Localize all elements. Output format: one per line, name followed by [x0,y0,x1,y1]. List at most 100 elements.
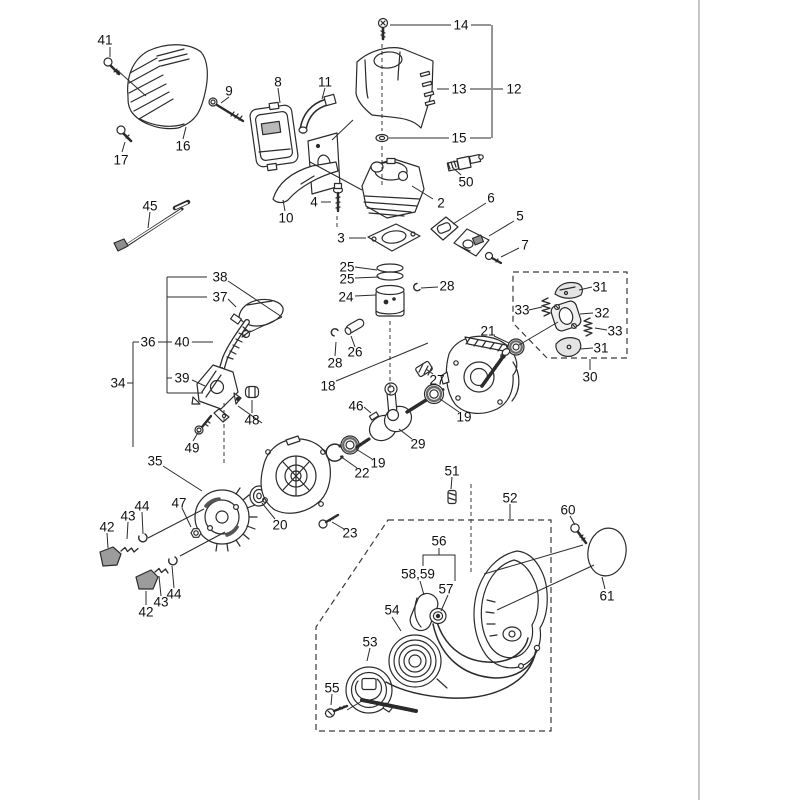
part-label-52: 52 [502,491,517,506]
bolt-9 [208,97,245,123]
group-boxes [315,271,628,732]
starter-clip-51 [447,489,457,505]
part-label-40: 40 [174,335,189,350]
part-label-61: 61 [599,589,614,604]
pawl-clip-b [167,556,178,566]
muffler-guard [272,161,339,204]
circlip-28-right [413,282,421,292]
part-label-14: 14 [453,18,469,33]
part-label-3: 3 [337,231,345,246]
part-label-49: 49 [184,441,199,456]
part-label-8: 8 [274,75,282,90]
part-label-26: 26 [347,345,362,360]
crankcase-right-half [440,335,520,414]
part-label-45: 45 [142,199,157,214]
part-label-34: 34 [110,376,126,391]
flywheel [194,487,258,552]
part-label-30: 30 [582,370,597,385]
washer-15 [375,133,389,143]
spark-plug [446,153,484,172]
part-label-21: 21 [480,324,495,339]
part-label-10: 10 [278,211,293,226]
part-label-44: 44 [166,587,182,602]
bolt-23 [318,513,340,529]
part-label-31: 31 [592,280,607,295]
clutch-spring-right [583,317,593,337]
part-label-23: 23 [342,526,357,541]
part-label-7: 7 [521,238,529,253]
piston [375,284,405,317]
part-label-11: 11 [318,75,332,90]
part-label-25: 25 [339,260,354,275]
part-label-19: 19 [370,456,385,471]
clutch-shoe-top [554,281,583,299]
cap-terminal-clip [241,329,251,339]
part-label-13: 13 [451,82,466,97]
part-label-54: 54 [384,603,400,618]
starter-housing [473,550,548,669]
bearing-21 [507,338,525,356]
stop-switch-lead [113,199,191,252]
starter-pawl-a [99,546,122,567]
grommet-48 [244,385,260,399]
part-label-42: 42 [138,605,153,620]
screw-55 [324,704,349,718]
insulator-block [453,228,490,257]
part-label-39: 39 [174,371,189,386]
part-label-58,59: 58,59 [401,567,435,582]
part-label-41: 41 [97,33,112,48]
intake-gasket [430,216,459,241]
part-label-16: 16 [175,139,190,154]
recoil-spring [388,634,448,689]
cylinder-cover [355,47,436,129]
spark-plug-cap [229,298,284,327]
starter-rope [360,621,537,713]
part-label-46: 46 [348,399,363,414]
part-label-57: 57 [438,582,453,597]
needle-bearing-27 [415,360,433,378]
part-label-4: 4 [310,195,318,210]
part-label-36: 36 [140,335,155,350]
part-label-27: 27 [429,373,444,388]
wrist-pin [344,318,365,335]
pawl-clip-a [137,533,148,543]
part-label-55: 55 [324,681,339,696]
bearing-19-left [340,435,360,455]
ignition-coil [191,364,242,423]
part-label-43: 43 [120,509,135,524]
crankshaft-clutch-end [480,348,511,388]
part-label-42: 42 [99,520,114,535]
part-label-17: 17 [113,153,128,168]
engine-cover [127,44,208,130]
part-label-24: 24 [338,290,354,305]
clutch-spring-left [541,297,551,317]
part-label-48: 48 [244,413,259,428]
part-label-6: 6 [487,191,495,206]
cylinder [361,157,425,219]
clutch-group-box [512,271,628,359]
woodruff-key [368,411,380,421]
screw-14 [377,17,389,41]
screw-17 [116,125,133,143]
snap-ring-22 [325,443,344,462]
part-label-28: 28 [439,279,454,294]
part-label-18: 18 [320,379,335,394]
bolt-49 [194,414,213,435]
circlip-28-left [330,328,339,337]
starter-group-box [315,519,552,732]
bolt-4 [332,182,344,213]
part-label-33: 33 [607,324,622,339]
rope-guide-57 [429,607,447,625]
flywheel-nut [190,528,202,538]
part-label-2: 2 [437,196,445,211]
starter-disc-61 [587,527,627,577]
part-label-50: 50 [458,175,473,190]
cylinder-gasket [367,223,421,252]
part-label-38: 38 [212,270,227,285]
clutch-shoe-bottom [555,337,582,357]
part-label-32: 32 [594,306,609,321]
part-label-31: 31 [593,341,608,356]
starter-handle [409,592,439,632]
part-label-47: 47 [171,496,186,511]
